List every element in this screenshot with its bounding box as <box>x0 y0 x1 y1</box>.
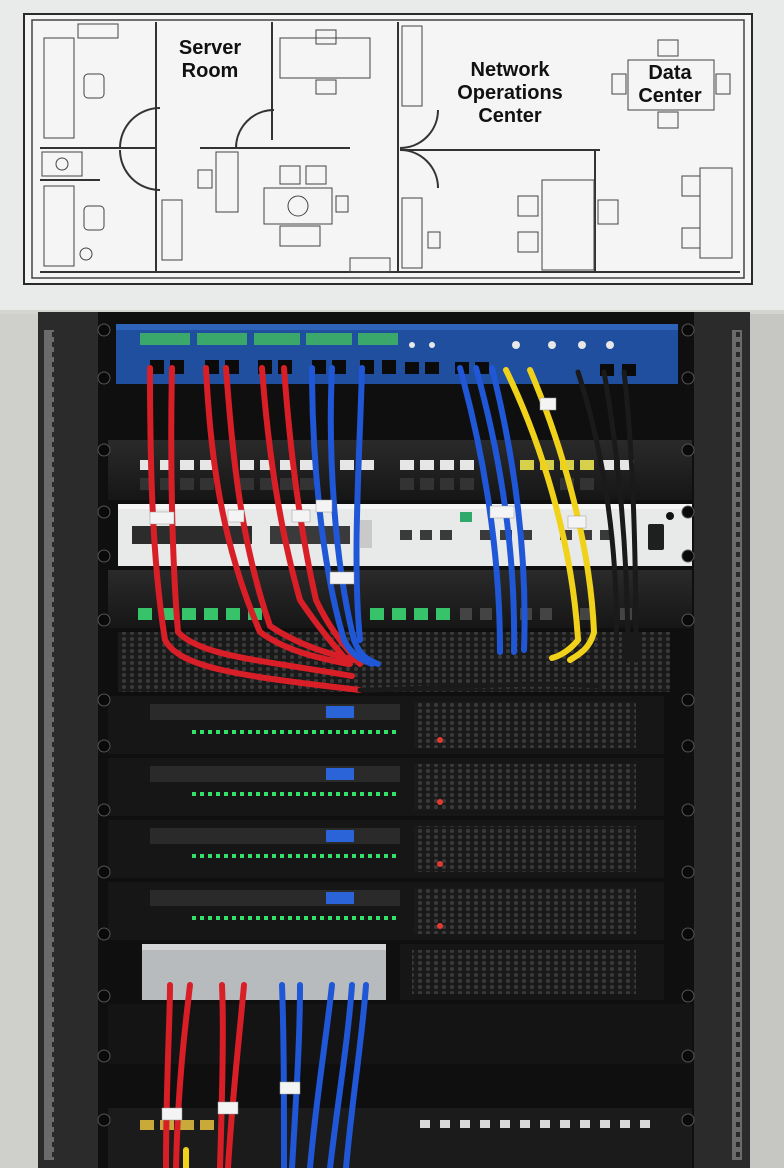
blue-cables <box>279 365 528 1168</box>
room-label-data-center: Data Center <box>638 62 702 107</box>
cable-bundles <box>147 365 639 1168</box>
server-unit-2 <box>108 758 664 816</box>
server-unit-1 <box>108 696 664 754</box>
bottom-switch <box>108 1108 692 1168</box>
white-router-unit <box>118 504 692 566</box>
black-cables <box>357 369 639 693</box>
yellow-cables <box>183 367 598 1168</box>
cable-label-tag-icon <box>149 397 587 1121</box>
red-cables <box>147 365 363 1168</box>
floor-plan-furniture <box>41 23 733 273</box>
network-switch-2 <box>108 570 692 628</box>
floor-plan-walls <box>40 22 740 273</box>
room-label-server-room: Server Room <box>178 37 242 82</box>
server-unit-3 <box>108 820 664 878</box>
patch-panel-blue <box>116 324 678 384</box>
blank-panel <box>108 1004 692 1064</box>
lower-patch-panel <box>142 944 664 1000</box>
rack-mount-screw-icon <box>97 323 695 1127</box>
floor-plan-sheet <box>0 0 784 310</box>
server-unit-4 <box>108 882 664 940</box>
room-label-network-operations-center: Network Operations Center <box>457 59 563 127</box>
power-button-icon <box>666 512 674 520</box>
